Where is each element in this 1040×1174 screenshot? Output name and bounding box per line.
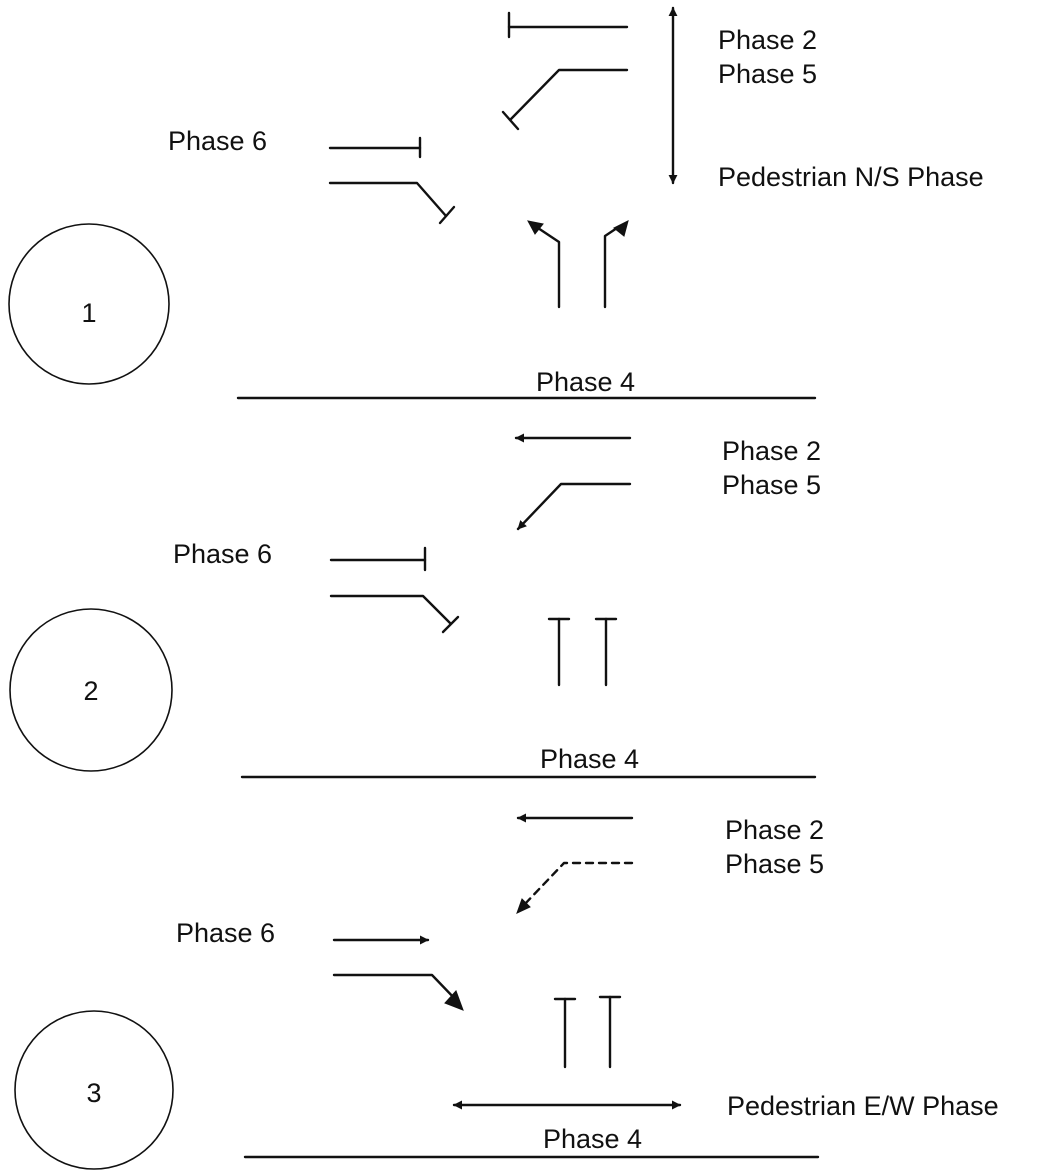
- phase4-label: Phase 4: [540, 744, 639, 774]
- phase6-right-turn-arrowhead: [444, 990, 464, 1011]
- diagram-number-circle-3: [14, 1010, 174, 1170]
- phase2-through-movement-stopped: [507, 11, 629, 39]
- phase4-label: Phase 4: [543, 1124, 642, 1154]
- phase4-lane-left-stopped: [553, 997, 577, 1069]
- phase6-label: Phase 6: [176, 918, 275, 948]
- phase4-left-turn-arrow: [527, 220, 561, 309]
- phase2-label: Phase 2: [725, 815, 824, 845]
- diagram-number-1: 1: [81, 298, 96, 328]
- phase5-label: Phase 5: [718, 59, 817, 89]
- phase6-right-turn-stopped: [328, 181, 456, 225]
- diagram-number-3: 3: [86, 1078, 101, 1108]
- diagram-1: 1 Phase 2: [8, 6, 984, 400]
- diagram-number-circle-2: [9, 608, 173, 772]
- phase4-lane-right-stopped: [598, 995, 622, 1069]
- diagram-number-circle-1: [8, 223, 170, 385]
- phase6-through-movement-stopped: [329, 546, 427, 572]
- phase5-left-turn-stopped: [501, 68, 629, 131]
- phase2-label: Phase 2: [722, 436, 821, 466]
- phase5-label: Phase 5: [725, 849, 824, 879]
- phase5-arrowhead: [516, 898, 531, 914]
- phase5-left-turn-permitted-arrow: [521, 861, 634, 908]
- phase4-lane-left-stopped: [547, 617, 571, 687]
- phase6-label: Phase 6: [168, 126, 267, 156]
- phase5-left-turn-arrow: [516, 482, 632, 531]
- phase4-label: Phase 4: [536, 367, 635, 397]
- phase4-right-turn-arrow: [603, 220, 629, 309]
- phase6-right-turn-stopped: [329, 594, 460, 634]
- diagram-number-2: 2: [83, 676, 98, 706]
- phase4-lane-right-stopped: [594, 617, 618, 687]
- diagram-3: 3 Phase 2 Phase 5 Phase 6 Pedestrian E/W…: [14, 813, 999, 1170]
- pedestrian-ns-label: Pedestrian N/S Phase: [718, 162, 984, 192]
- phase6-through-movement-stopped: [328, 136, 422, 159]
- phase6-right-turn-arrow: [332, 973, 459, 1003]
- pedestrian-ew-label: Pedestrian E/W Phase: [727, 1091, 999, 1121]
- phase2-label: Phase 2: [718, 25, 817, 55]
- diagram-2: 2 Phase 2 Phase 5 Phase 6 Phase 4: [9, 433, 821, 779]
- phase5-label: Phase 5: [722, 470, 821, 500]
- phase6-label: Phase 6: [173, 539, 272, 569]
